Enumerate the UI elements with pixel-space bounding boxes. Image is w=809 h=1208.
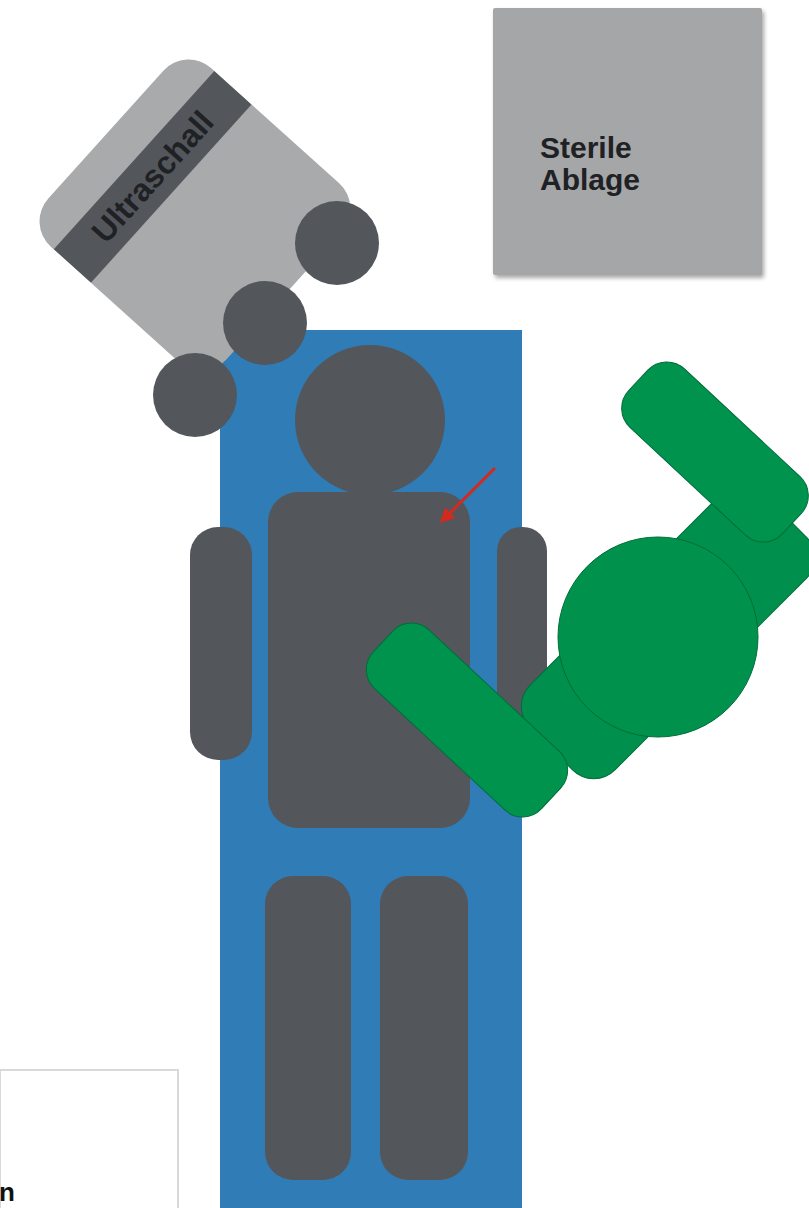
physician-arm [611, 351, 809, 553]
physician-head [558, 537, 758, 737]
physician-arm [356, 612, 579, 827]
physician-shoulders [509, 473, 809, 791]
device-wheel [295, 201, 379, 285]
node-label: Ultraschall [54, 71, 252, 283]
patient-arm [497, 527, 547, 760]
patient-leg [380, 876, 468, 1180]
ultrasound-device: Ultraschall [26, 46, 365, 385]
sterile-table: Sterile Ablage [493, 8, 762, 275]
patient-leg [265, 876, 351, 1180]
patient-arm [190, 527, 252, 760]
bed [220, 330, 522, 1208]
physician [356, 351, 809, 828]
node-label: Sterile Ablage [540, 132, 690, 196]
patient-torso [268, 492, 470, 828]
cropped-text: n [0, 1177, 15, 1208]
puncture-arrow [442, 468, 495, 521]
cropped-legend-box [0, 1070, 178, 1208]
device-wheel [223, 281, 307, 365]
patient-head [295, 345, 445, 495]
device-wheel [153, 353, 237, 437]
